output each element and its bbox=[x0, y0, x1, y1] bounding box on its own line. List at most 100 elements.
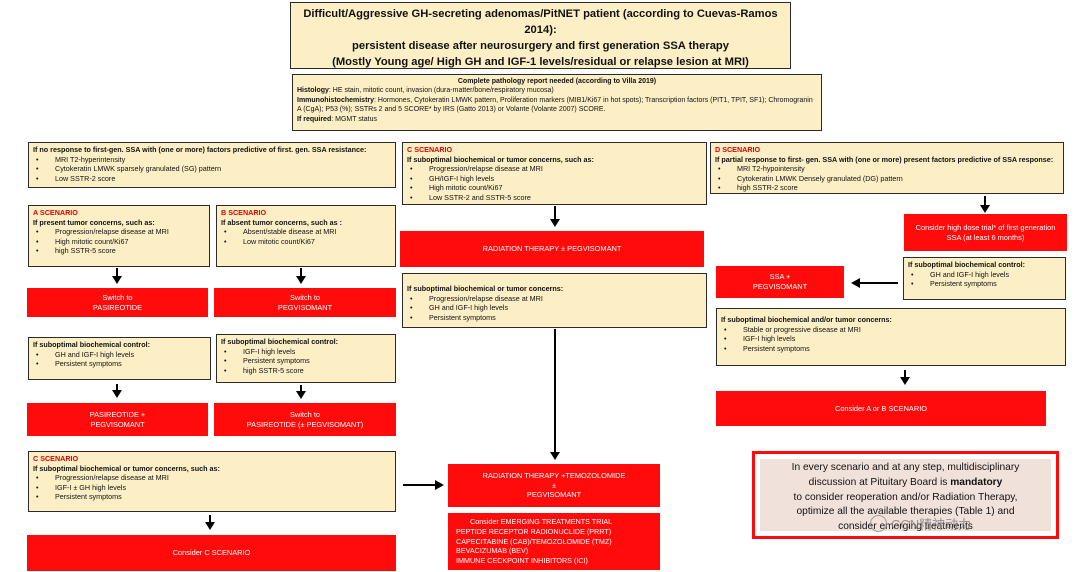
radiation-pegvisomant-box: RADIATION THERAPY ± PEGVISOMANT bbox=[400, 231, 704, 267]
pasi-peg-line2: PEGVISOMANT bbox=[90, 419, 145, 429]
high-dose-trial-box: Consider high dose trial* of first gener… bbox=[904, 214, 1067, 251]
arrow-center1-head bbox=[550, 219, 560, 227]
histology-line: Histology: HE stain, mitotic count, inva… bbox=[297, 87, 554, 95]
emerging-item: BEVACIZUMAB (BEV) bbox=[456, 546, 529, 556]
switch-pasireotide-pegvisomant-box: Switch to PASIREOTIDE (± PEGVISOMANT) bbox=[214, 403, 396, 436]
radiation-tmz-line1: RADIATION THERAPY +TEMOZOLOMIDE bbox=[482, 471, 626, 481]
emerging-treatments-box: Consider EMERGING TREATMENTS TRIAL PEPTI… bbox=[448, 513, 660, 570]
arrow-b2-shaft bbox=[300, 385, 302, 391]
pituitary-board-note: In every scenario and at any step, multi… bbox=[752, 451, 1059, 539]
scenario-d-label: D SCENARIO bbox=[715, 145, 761, 154]
b-suboptimal-title: If suboptimal biochemical control: bbox=[221, 337, 339, 346]
arrow-d-left-shaft bbox=[860, 282, 898, 284]
arrow-center1-shaft bbox=[554, 206, 556, 220]
b-suboptimal-box: If suboptimal biochemical control: IGF-I… bbox=[216, 334, 396, 383]
scenario-b-box: B SCENARIO If absent tumor concerns, suc… bbox=[216, 205, 396, 267]
switch-pegvisomant-line2: PEGVISOMANT bbox=[277, 302, 333, 312]
list-item: high SSTR-5 score bbox=[221, 366, 391, 376]
emerging-item: CAPECITABINE (CAB)/TEMOZOLOMIDE (TMZ) bbox=[456, 536, 612, 546]
c-center-sub-title: If suboptimal biochemical or tumor conce… bbox=[407, 284, 564, 293]
no-response-box: If no response to first-gen. SSA with (o… bbox=[28, 142, 396, 188]
d-suboptimal-box: If suboptimal biochemical control: GH an… bbox=[903, 257, 1066, 300]
pasi-peg-line1: PASIREOTIDE + bbox=[89, 409, 146, 419]
switch-pasireotide-line1: Switch to bbox=[102, 292, 133, 302]
list-item: IGF-I ± GH high levels bbox=[33, 483, 391, 493]
scenario-b-title: If absent tumor concerns, such as : bbox=[221, 217, 343, 227]
watermark-logo-icon bbox=[870, 515, 887, 532]
list-item: GH and IGF-I high levels bbox=[908, 270, 1061, 280]
title-line-2: persistent disease after neurosurgery an… bbox=[352, 39, 729, 52]
scenario-c-center-box: C SCENARIO If suboptimal biochemical or … bbox=[402, 142, 707, 205]
c-center-sub-list: Progression/relapse disease at MRI GH an… bbox=[407, 294, 702, 323]
no-response-list: MRI T2-hyperintensity Cytokeratin LMWK s… bbox=[33, 155, 391, 184]
note-line-3: to consider reoperation and/or Radiation… bbox=[793, 491, 1018, 503]
scenario-c-center-title: If suboptimal biochemical or tumor conce… bbox=[407, 154, 594, 164]
d-suboptimal-title: If suboptimal biochemical control: bbox=[908, 260, 1026, 269]
arrow-a2-head bbox=[112, 390, 122, 398]
list-item: Persistent symptoms bbox=[721, 344, 1061, 354]
scenario-d-list: MRI T2-hypointensity Cytokeratin LMWK De… bbox=[715, 164, 1059, 193]
d-concerns-list: Stable or progressive disease at MRI IGF… bbox=[721, 325, 1061, 354]
list-item: Low SSTR-2 and SSTR-5 score bbox=[407, 193, 702, 203]
arrow-d1-shaft bbox=[984, 196, 986, 206]
consider-c-label: Consider C SCENARIO bbox=[172, 548, 251, 558]
arrow-c-right-head bbox=[435, 480, 444, 490]
list-item: Absent/stable disease at MRI bbox=[221, 227, 391, 237]
list-item: high SSTR-5 score bbox=[33, 246, 205, 256]
scenario-a-list: Progression/relapse disease at MRI High … bbox=[33, 227, 205, 256]
consider-c-scenario-box: Consider C SCENARIO bbox=[27, 535, 396, 571]
a-suboptimal-list: GH and IGF-I high levels Persistent symp… bbox=[33, 350, 206, 369]
arrow-b-shaft bbox=[300, 268, 302, 276]
switch-pegvisomant-line1: Switch to bbox=[290, 292, 320, 302]
radiation-tmz-line3: PEGVISOMANT bbox=[526, 490, 582, 500]
arrow-c-right-shaft bbox=[403, 484, 436, 486]
switch-pasi-peg-line1: Switch to bbox=[290, 409, 320, 419]
emerging-item: PEPTIDE RECEPTOR RADIONUCLIDE (PRRT) bbox=[456, 526, 612, 536]
list-item: Persistent symptoms bbox=[221, 356, 391, 366]
title-line-1: Difficult/Aggressive GH-secreting adenom… bbox=[303, 8, 778, 36]
radiation-temozolomide-box: RADIATION THERAPY +TEMOZOLOMIDE ± PEGVIS… bbox=[448, 464, 660, 507]
list-item: Cytokeratin LMWK sparsely granulated (SG… bbox=[33, 164, 391, 174]
consider-ab-label: Consider A or B SCENARIO bbox=[834, 403, 927, 413]
list-item: Low mitotic count/Ki67 bbox=[221, 237, 391, 247]
emerging-item: IMMUNE CECKPOINT INHIBITORS (ICI) bbox=[456, 556, 588, 566]
switch-pasireotide-box: Switch to PASIREOTIDE bbox=[27, 288, 208, 317]
arrow-d2-shaft bbox=[904, 370, 906, 378]
list-item: High mitotic count/Ki67 bbox=[33, 237, 205, 247]
arrow-b-head bbox=[296, 276, 306, 284]
no-response-title: If no response to first-gen. SSA with (o… bbox=[33, 145, 367, 154]
arrow-b2-head bbox=[296, 391, 306, 399]
scenario-c-left-title: If suboptimal biochemical or tumor conce… bbox=[33, 463, 220, 473]
list-item: Persistent symptoms bbox=[908, 279, 1061, 289]
arrow-a2-shaft bbox=[116, 384, 118, 390]
list-item: Stable or progressive disease at MRI bbox=[721, 325, 1061, 335]
scenario-c-center-list: Progression/relapse disease at MRI GH/IG… bbox=[407, 164, 702, 202]
ssa-pegvisomant-box: SSA + PEGVISOMANT bbox=[716, 266, 844, 298]
diagram-title-box: Difficult/Aggressive GH-secreting adenom… bbox=[290, 2, 791, 69]
ssa-peg-line1: SSA + bbox=[769, 272, 791, 282]
a-suboptimal-box: If suboptimal biochemical control: GH an… bbox=[28, 337, 211, 380]
list-item: Progression/relapse disease at MRI bbox=[33, 227, 205, 237]
watermark: CCN精神动力 bbox=[870, 514, 971, 533]
note-inner: In every scenario and at any step, multi… bbox=[760, 459, 1051, 532]
a-suboptimal-title: If suboptimal biochemical control: bbox=[33, 340, 151, 349]
list-item: MRI T2-hyperintensity bbox=[33, 155, 391, 165]
list-item: GH and IGF-I high levels bbox=[33, 350, 206, 360]
watermark-text: CCN精神动力 bbox=[891, 517, 972, 532]
list-item: Persistent symptoms bbox=[407, 313, 702, 323]
note-line-5: consider emerging treatments bbox=[838, 521, 973, 533]
scenario-c-center-suboptimal-box: If suboptimal biochemical or tumor conce… bbox=[402, 273, 707, 328]
list-item: Progression/relapse disease at MRI bbox=[407, 294, 702, 304]
list-item: Persistent symptoms bbox=[33, 359, 206, 369]
radiation-peg-label: RADIATION THERAPY ± PEGVISOMANT bbox=[482, 244, 622, 254]
scenario-d-title: If partial response to first- gen. SSA w… bbox=[715, 154, 1054, 164]
scenario-c-center-label: C SCENARIO bbox=[407, 145, 453, 154]
scenario-a-box: A SCENARIO If present tumor concerns, su… bbox=[28, 205, 210, 267]
arrow-a-head bbox=[112, 276, 122, 284]
scenario-b-list: Absent/stable disease at MRI Low mitotic… bbox=[221, 227, 391, 246]
b-suboptimal-list: IGF-I high levels Persistent symptoms hi… bbox=[221, 347, 391, 376]
pasireotide-pegvisomant-box: PASIREOTIDE + PEGVISOMANT bbox=[27, 403, 208, 436]
arrow-d-left-head bbox=[851, 278, 860, 288]
arrow-c-shaft bbox=[209, 515, 211, 522]
emerging-title: Consider EMERGING TREATMENTS TRIAL bbox=[470, 516, 613, 526]
